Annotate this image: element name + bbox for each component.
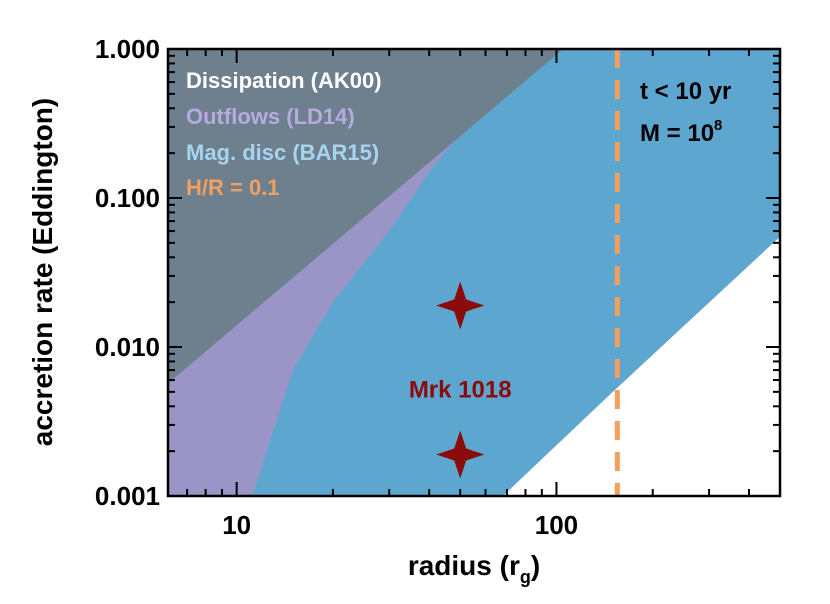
y-tick-label: 1.000	[95, 34, 160, 64]
annotation-mass-exponent: 8	[714, 117, 722, 134]
plot-frame	[166, 47, 782, 498]
x-axis-label-close: )	[531, 550, 540, 581]
region-layer	[168, 49, 780, 496]
object-label-mrk1018: Mrk 1018	[409, 376, 512, 403]
x-axis-label-subscript: g	[520, 567, 531, 587]
y-tick-label: 0.100	[95, 183, 160, 213]
x-tick-label: 10	[222, 510, 251, 540]
y-tick-label: 0.010	[95, 332, 160, 362]
y-tick-label: 0.001	[95, 481, 160, 511]
region-dissipation-ak00	[168, 49, 564, 384]
data-point-star-1	[436, 281, 485, 330]
legend-item-h-over-r: H/R = 0.1	[186, 175, 280, 200]
data-point-star-2	[436, 430, 485, 479]
y-axis-label: accretion rate (Eddington)	[27, 98, 58, 446]
legend-item-mag-disc: Mag. disc (BAR15)	[186, 140, 379, 165]
annotation-mass: M = 108	[640, 117, 722, 147]
x-tick-label: 100	[535, 510, 578, 540]
legend-item-dissipation: Dissipation (AK00)	[186, 68, 382, 93]
points-layer	[436, 281, 485, 479]
tick-layer: 10 100 0.001 0.010 0.100 1.000	[95, 34, 780, 540]
x-axis-label: radius (rg)	[408, 550, 540, 587]
x-axis-label-main: radius (r	[408, 550, 520, 581]
plot-border	[166, 47, 782, 498]
annotation-mass-base: M = 10	[640, 120, 714, 147]
annotation-time: t < 10 yr	[640, 78, 731, 105]
legend-item-outflows: Outflows (LD14)	[186, 104, 355, 129]
